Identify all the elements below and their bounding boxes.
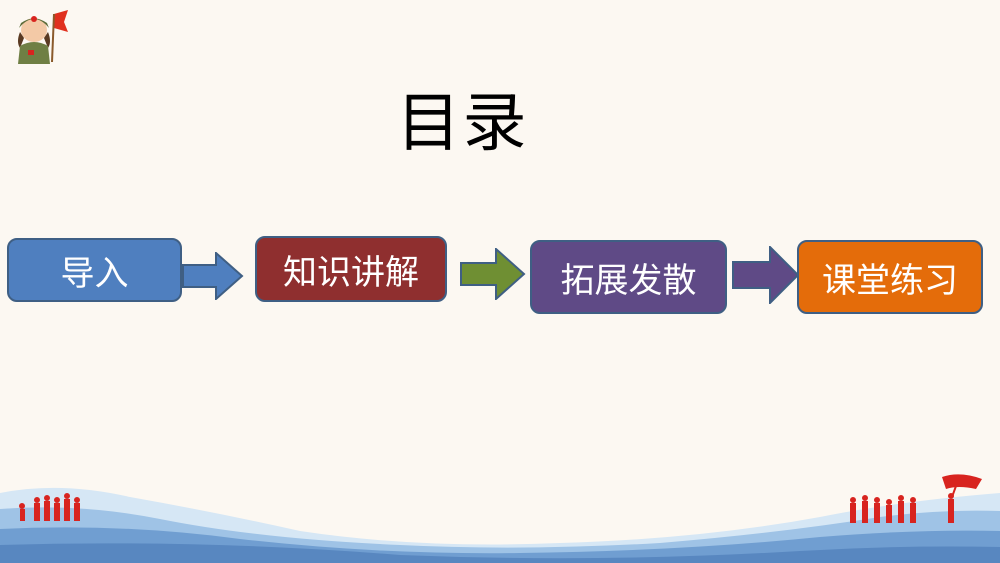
step-label: 课堂练习 (822, 260, 958, 301)
soldier-mascot-icon (18, 10, 68, 64)
step-box-extension[interactable]: 拓展发散 (530, 240, 727, 314)
step-box-practice[interactable]: 课堂练习 (797, 240, 983, 314)
page-title: 目录 (396, 87, 529, 161)
wave-decoration (0, 474, 1000, 563)
arrow-right-icon (182, 252, 244, 300)
step-box-intro[interactable]: 导入 (7, 238, 182, 302)
arrow-right-icon (460, 248, 526, 300)
step-label: 知识讲解 (283, 252, 419, 293)
step-label: 导入 (60, 253, 129, 294)
step-label: 拓展发散 (560, 260, 697, 301)
step-box-knowledge[interactable]: 知识讲解 (255, 236, 447, 302)
arrow-right-icon (732, 246, 800, 304)
